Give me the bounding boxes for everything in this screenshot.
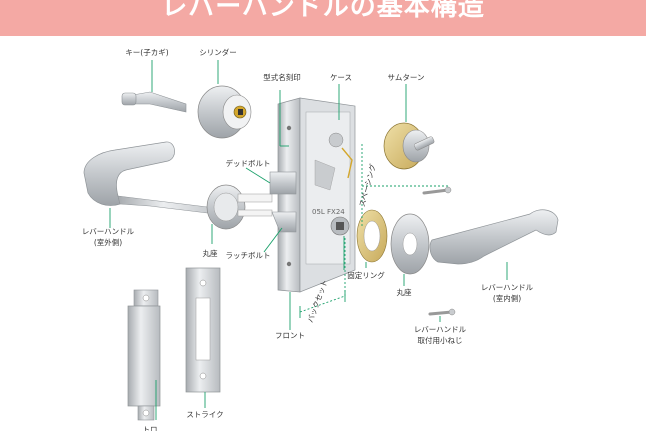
label-rosette-inner: 丸座 (397, 287, 412, 297)
label-cylinder: シリンダー (199, 47, 237, 57)
label-latchbolt: ラッチボルト (226, 251, 271, 260)
label-model-stamp: 型式名刻印 (263, 72, 301, 82)
label-key: キー(子カギ) (125, 48, 168, 57)
label-lever-inner-2: (室内側) (493, 293, 521, 303)
leader-lines (109, 60, 508, 420)
label-lever-inner-1: レバーハンドル (481, 283, 534, 292)
strike-box-part (127, 289, 161, 421)
lever-inner-part (429, 209, 559, 265)
label-fixing-ring: 固定リング (347, 270, 385, 280)
label-lever-outer-2: (室外側) (94, 237, 122, 247)
latchbolt-part (271, 211, 297, 233)
label-rosette-outer: 丸座 (203, 248, 218, 258)
rosette-outer-part (206, 184, 273, 230)
label-screw-2: 取付用小ねじ (418, 335, 463, 345)
rosette-inner-part (390, 213, 430, 275)
page-title: レバーハンドルの基本構造 (161, 0, 485, 22)
thumbturn-part (383, 122, 435, 170)
screw-part (422, 186, 456, 316)
label-deadbolt: デッドボルト (226, 158, 271, 168)
label-screw-1: レバーハンドル (414, 325, 467, 334)
title-banner: レバーハンドルの基本構造 (0, 0, 646, 36)
label-lever-outer-1: レバーハンドル (82, 227, 135, 236)
label-thumbturn: サムターン (388, 73, 425, 82)
label-strike: ストライク (186, 410, 223, 419)
cylinder-part (197, 85, 252, 139)
deadbolt-part (269, 171, 297, 195)
label-case: ケース (330, 73, 352, 82)
fixing-ring-part (356, 209, 388, 263)
front-plate-part (277, 97, 301, 293)
lock-case-part: 05L FX24 (299, 97, 356, 293)
case-stamp: 05L FX24 (312, 208, 345, 216)
lever-outer-part (83, 141, 233, 217)
label-front: フロント (275, 331, 305, 340)
strike-plate-part (185, 267, 221, 393)
label-spacing: スペーシング (357, 162, 378, 208)
key-part (121, 91, 187, 113)
label-strike-box: トロ (143, 425, 158, 431)
